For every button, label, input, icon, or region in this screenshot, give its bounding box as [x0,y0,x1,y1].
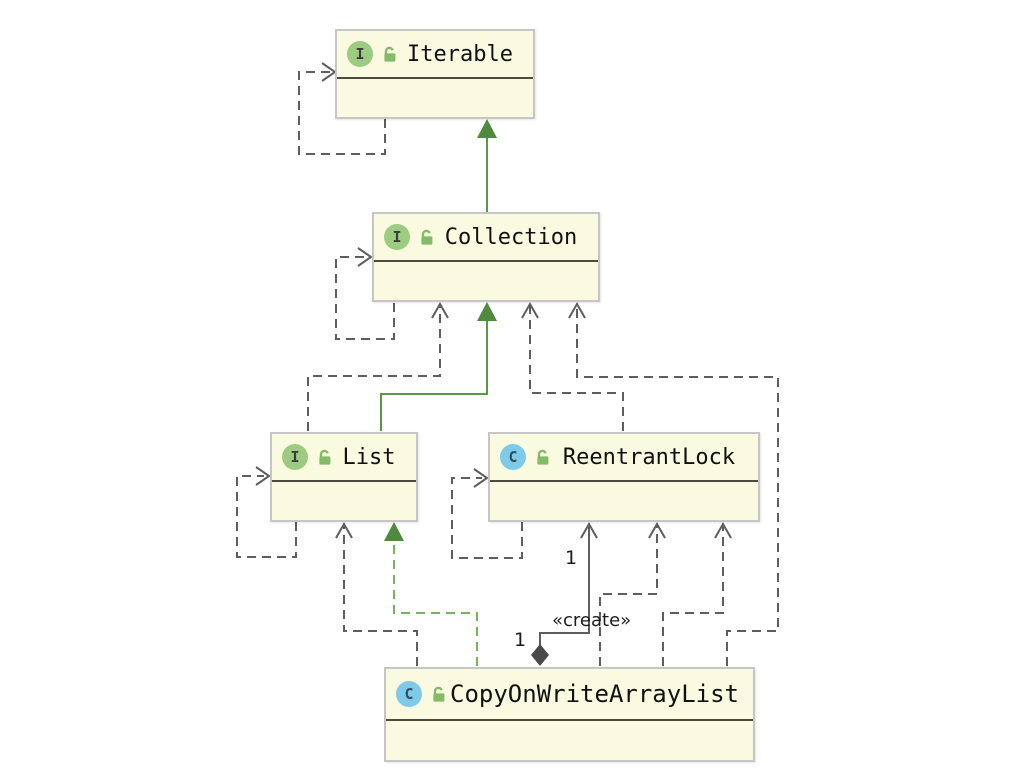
class-header-iterable: I Iterable [337,31,533,79]
edge-copyonwritearraylist-to-reentrantlock-dependency-2-arrowhead [714,521,732,539]
unlocked-padlock-icon [534,448,552,466]
multiplicity-label-copyonwritearraylist-end: 1 [514,629,527,651]
edge-reentrantlock-self-arrowhead [473,468,489,488]
edge-copyonwritearraylist-to-reentrantlock-dependency-1 [599,526,658,666]
members-compartment-iterable [337,79,533,117]
composition-diamond [531,644,549,666]
realization-arrowhead-list [384,522,404,541]
edge-list-to-collection-arrowhead [431,301,449,319]
class-icon: C [396,681,422,707]
interface-icon: I [282,444,308,470]
members-compartment-list [272,482,416,520]
multiplicity-label-reentrantlock-end: 1 [565,547,578,569]
class-header-collection: I Collection [374,214,598,262]
edge-list-self-arrowhead [255,466,271,486]
edge-reentrantlock-to-collection-dependency [529,306,624,431]
inheritance-arrowhead-iterable [477,119,497,138]
class-box-collection[interactable]: I Collection [372,212,600,302]
unlocked-padlock-icon [381,45,399,63]
class-box-reentrantlock[interactable]: C ReentrantLock [488,432,760,522]
edge-copyonwritearraylist-to-list-dependency [343,526,418,666]
class-box-copyonwritearraylist[interactable]: C CopyOnWriteArrayList [384,667,755,762]
edge-list-extends-collection [380,319,488,431]
class-name-collection: Collection [444,224,578,250]
edge-reentrantlock-self-dependency [451,477,523,559]
class-name-iterable: Iterable [407,41,513,67]
inheritance-arrowhead-collection [477,302,497,321]
edge-list-to-collection-dependency [307,306,441,431]
interface-icon: I [384,224,410,250]
edge-copyonwritearraylist-to-collection-dependency [576,306,779,666]
class-box-list[interactable]: I List [270,432,418,522]
edge-copyonwritearraylist-to-collection-arrowhead [568,301,586,319]
unlocked-padlock-icon [430,685,448,703]
edge-iterable-self-dependency [298,71,386,155]
class-icon: C [500,444,526,470]
edge-copyonwritearraylist-to-list-arrowhead [335,521,353,539]
members-compartment-reentrantlock [490,482,758,520]
class-name-copyonwritearraylist: CopyOnWriteArrayList [450,680,739,708]
interface-icon: I [347,41,373,67]
edge-reentrantlock-to-collection-arrowhead [521,301,539,319]
class-box-iterable[interactable]: I Iterable [335,29,535,119]
edge-list-self-dependency [236,475,297,558]
unlocked-padlock-icon [316,448,334,466]
edge-copyonwritearraylist-to-reentrantlock-dependency-2 [662,526,724,666]
edge-copyonwritearraylist-to-reentrantlock-dependency-1-arrowhead [648,521,666,539]
class-header-reentrantlock: C ReentrantLock [490,434,758,482]
edge-collection-self-arrowhead [357,247,373,267]
unlocked-padlock-icon [418,228,436,246]
members-compartment-collection [374,262,598,300]
class-header-copyonwritearraylist: C CopyOnWriteArrayList [386,669,753,721]
edge-copyonwritearraylist-implements-list [393,540,478,666]
edge-collection-self-dependency [335,256,395,340]
edge-composition-arrowhead [580,521,598,539]
members-compartment-copyonwritearraylist [386,721,753,760]
create-stereotype-label: «create» [552,610,632,631]
class-name-reentrantlock: ReentrantLock [562,444,736,470]
class-name-list: List [342,444,396,470]
edge-copyonwritearraylist-composes-reentrantlock [539,526,590,646]
class-header-list: I List [272,434,416,482]
